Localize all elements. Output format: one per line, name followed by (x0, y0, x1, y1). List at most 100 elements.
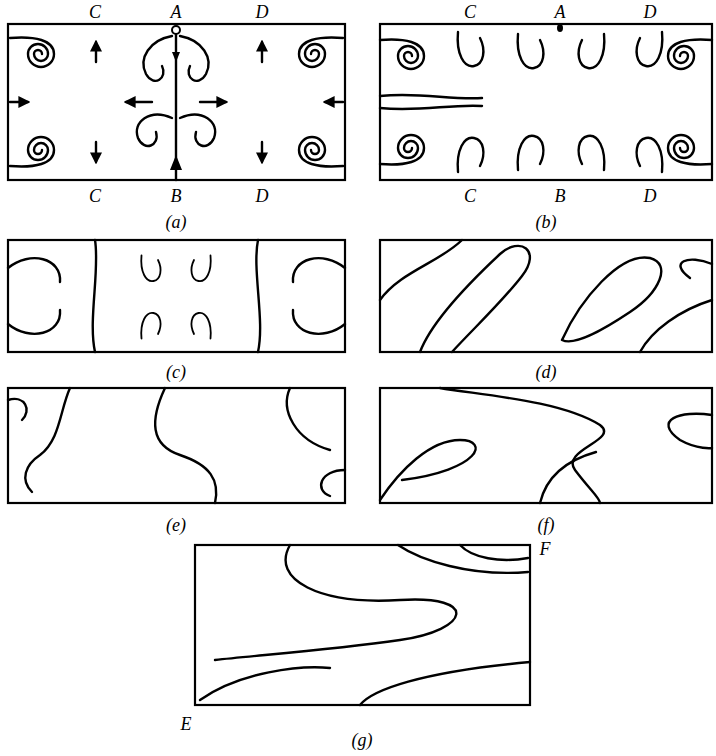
streamline (681, 260, 712, 278)
streamline (398, 545, 528, 573)
point-letter: B (555, 187, 566, 205)
streamline (579, 34, 605, 68)
flow-arrow (170, 155, 182, 170)
streamline (93, 240, 97, 352)
streamline (637, 32, 663, 66)
panel-e (8, 388, 345, 503)
panel-frame (380, 240, 712, 352)
streamline (191, 313, 210, 339)
flow-arrow (95, 142, 97, 162)
streamline (8, 310, 60, 334)
streamline (562, 257, 661, 341)
flow-arrow (172, 52, 180, 62)
flow-arrow (10, 101, 28, 103)
streamline (8, 258, 60, 282)
streamline (460, 545, 528, 560)
vortex (380, 40, 424, 69)
streamline (458, 32, 484, 66)
point-letter: A (171, 3, 182, 21)
streamline (287, 388, 330, 450)
flow-arrow (261, 142, 263, 162)
panel-frame (8, 24, 345, 180)
streamline (191, 256, 210, 282)
source-point (172, 26, 180, 34)
vortex (668, 135, 712, 164)
streamline (380, 240, 462, 300)
point-letter: C (89, 3, 101, 21)
streamline (137, 115, 172, 146)
point-letter: A (555, 3, 566, 21)
panel-c (8, 240, 345, 352)
flow-arrow (126, 101, 152, 103)
streamline (293, 258, 345, 282)
panel-label: (b) (536, 213, 557, 231)
panel-d (380, 240, 712, 352)
flow-arrow (261, 42, 263, 62)
panel-frame (380, 388, 712, 503)
panel-frame (380, 24, 712, 180)
streamline (380, 106, 482, 109)
panel-label: (a) (166, 213, 187, 231)
point-letter: B (171, 187, 182, 205)
panel-label: (g) (352, 731, 373, 749)
streamline (458, 138, 484, 172)
point-letter: C (89, 187, 101, 205)
streamline (215, 545, 456, 660)
point-letter: D (644, 3, 657, 21)
streamline (380, 95, 482, 98)
streamline (200, 667, 330, 700)
streamline (293, 310, 345, 334)
source-point (557, 24, 563, 32)
streamline (420, 246, 530, 352)
panel-g (195, 545, 530, 705)
panel-label: (d) (536, 363, 557, 381)
streamline (540, 452, 596, 503)
streamline (321, 470, 345, 496)
streamline (380, 440, 476, 500)
panel-label: (c) (166, 363, 186, 381)
point-letter: D (256, 187, 269, 205)
streamline (256, 240, 260, 352)
streamline (8, 399, 27, 420)
streamline (155, 388, 216, 503)
point-letter: C (464, 3, 476, 21)
streamline (25, 388, 70, 492)
panel-frame (8, 388, 345, 503)
vortex (10, 137, 54, 166)
point-letter: E (181, 715, 192, 733)
streamline (518, 34, 544, 68)
streamline (518, 136, 544, 170)
point-letter: F (540, 540, 551, 558)
panel-b (380, 24, 712, 180)
flow-arrow (95, 42, 97, 62)
vortex (380, 135, 424, 164)
streamline (360, 662, 530, 705)
panel-label: (e) (166, 516, 186, 534)
streamline (640, 300, 712, 352)
flow-arrow (200, 101, 226, 103)
streamline (440, 388, 604, 503)
vortex (299, 38, 343, 67)
panel-label: (f) (538, 516, 555, 534)
point-letter: D (644, 187, 657, 205)
streamline (637, 138, 663, 172)
vortex (299, 137, 343, 166)
panel-a (8, 24, 345, 180)
flow-arrow (325, 101, 343, 103)
streamline (144, 36, 172, 81)
streamline (579, 136, 605, 170)
vortex (668, 40, 712, 69)
streamline (141, 313, 160, 339)
point-letter: C (464, 187, 476, 205)
panel-frame (8, 240, 345, 352)
panel-frame (195, 545, 530, 705)
streamline (180, 115, 215, 146)
point-letter: D (256, 3, 269, 21)
streamline (180, 36, 208, 81)
streamline (141, 256, 160, 282)
streamline (669, 414, 712, 448)
vortex (10, 38, 54, 67)
panel-f (380, 388, 712, 503)
